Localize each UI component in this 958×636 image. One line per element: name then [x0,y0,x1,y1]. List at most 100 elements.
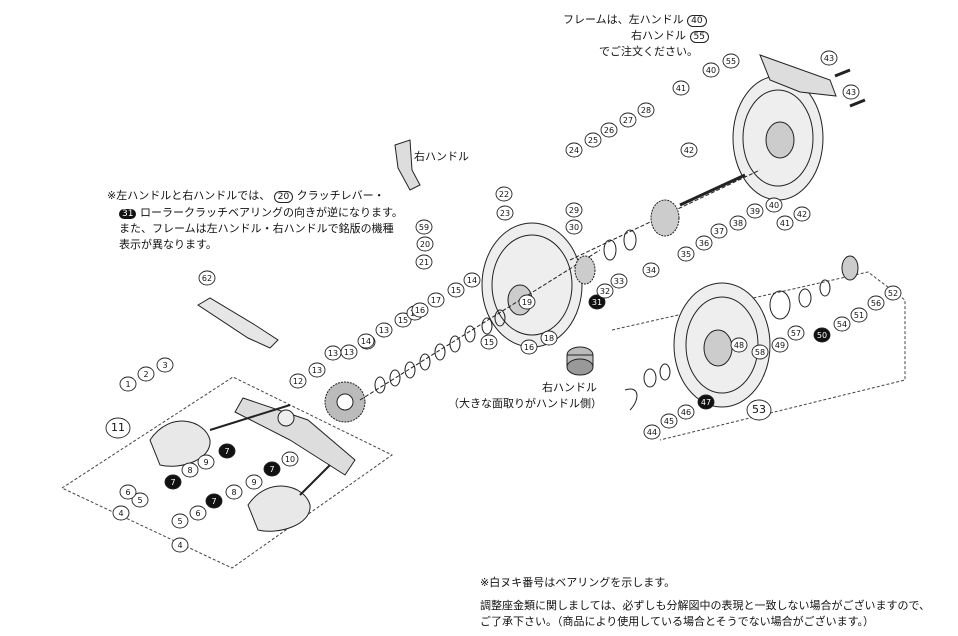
callout-circle [540,330,558,346]
handle-knob-part [149,420,311,532]
frame-note-2: 右ハンドル 55 [631,28,709,45]
callout-circle [171,537,189,553]
callout-number: 43 [824,54,834,63]
callout-number: 58 [755,348,765,357]
callout-circle [156,357,174,373]
callout-circle [181,462,199,478]
part-callout: 46 [677,404,695,420]
callout-number: 34 [646,266,656,275]
shim-note-2: ご了承下さい。（商品により使用している場合とそうでない場合がございます。） [480,615,875,628]
callout-circle [610,273,628,289]
callout-number: 6 [195,509,200,518]
handle-shaft [209,404,291,431]
bolt-part [849,98,866,108]
bearing-callout: 7 [164,474,182,490]
callout-circle [137,366,155,382]
part-callout: 40 [765,197,783,213]
right-handle-label-top: 右ハンドル [414,150,469,163]
callout-number: 13 [379,326,389,335]
part-callout: 14 [463,272,481,288]
shim-note-1: 調整座金類に関しましては、必ずしも分解図中の表現と一致しない場合がございますので… [480,599,931,612]
callout-circle [677,404,695,420]
callout-circle [751,344,769,360]
chamfer-note: （大きな面取りがハンドル側） [448,397,602,410]
callout-circle [642,262,660,278]
callout-circle [164,474,182,490]
callout-number: 56 [871,299,881,308]
part-callout: 20 [416,236,434,252]
callout-number: 14 [361,337,371,346]
callout-circle [680,142,698,158]
callout-circle [447,282,465,298]
part-callout-layer: 1234455667777889910111213131313131414151… [105,50,902,553]
handle-note-text: ※左ハンドルと右ハンドルでは、 [107,189,271,202]
frame-part [732,54,837,201]
callout-circle [416,236,434,252]
callout-circle [787,325,805,341]
callout-circle [697,394,715,410]
callout-circle [833,316,851,332]
callout-number: 19 [522,298,532,307]
part-callout: 15 [447,282,465,298]
callout-number: 20 [420,240,430,249]
roller-clutch-part [566,346,594,376]
callout-number: 7 [170,478,175,487]
part-callout: 9 [245,474,263,490]
callout-number: 32 [600,287,610,296]
part-callout: 51 [850,307,868,323]
callout-number: 4 [118,509,123,518]
callout-circle [415,254,433,270]
part-callout: 56 [867,295,885,311]
callout-circle [746,399,772,421]
callout-number: 21 [419,258,429,267]
callout-circle [565,202,583,218]
frame-note-3: でご注文ください。 [599,45,698,58]
callout-number: 15 [484,338,494,347]
callout-circle [565,142,583,158]
callout-number: 16 [524,343,534,352]
callout-number: 11 [111,421,125,434]
part-callout: 39 [746,203,764,219]
part-callout: 42 [680,142,698,158]
handle-note-part-31: 31 [119,209,137,219]
callout-circle [245,474,263,490]
callout-circle [619,112,637,128]
part-callout: 41 [776,215,794,231]
callout-circle [480,334,498,350]
part-callout: 49 [771,337,789,353]
part-callout: 1 [119,376,137,392]
part-callout: 2 [137,366,155,382]
callout-number: 7 [224,447,229,456]
callout-circle [565,219,583,235]
part-callout: 16 [520,339,538,355]
callout-circle [520,339,538,355]
bearing-callout: 50 [813,327,831,343]
part-callout: 13 [375,322,393,338]
callout-circle [850,307,868,323]
callout-number: 18 [544,334,554,343]
callout-circle [660,413,678,429]
callout-circle [171,513,189,529]
callout-circle [198,270,216,286]
callout-circle [225,484,243,500]
callout-number: 7 [269,465,274,474]
callout-circle [637,102,655,118]
callout-number: 38 [733,219,743,228]
bolt-part [834,68,851,78]
callout-number: 31 [592,298,602,307]
part-callout: 19 [518,294,536,310]
callout-circle [131,492,149,508]
callout-number: 13 [344,348,354,357]
part-callout: 6 [189,505,207,521]
part-callout: 37 [710,223,728,239]
callout-number: 62 [202,274,212,283]
part-callout: 15 [394,312,412,328]
callout-number: 1 [125,380,130,389]
callout-number: 55 [726,57,736,66]
callout-number: 48 [734,341,744,350]
callout-circle [112,505,130,521]
callout-number: 27 [623,116,633,125]
callout-circle [746,203,764,219]
part-callout: 55 [722,53,740,69]
